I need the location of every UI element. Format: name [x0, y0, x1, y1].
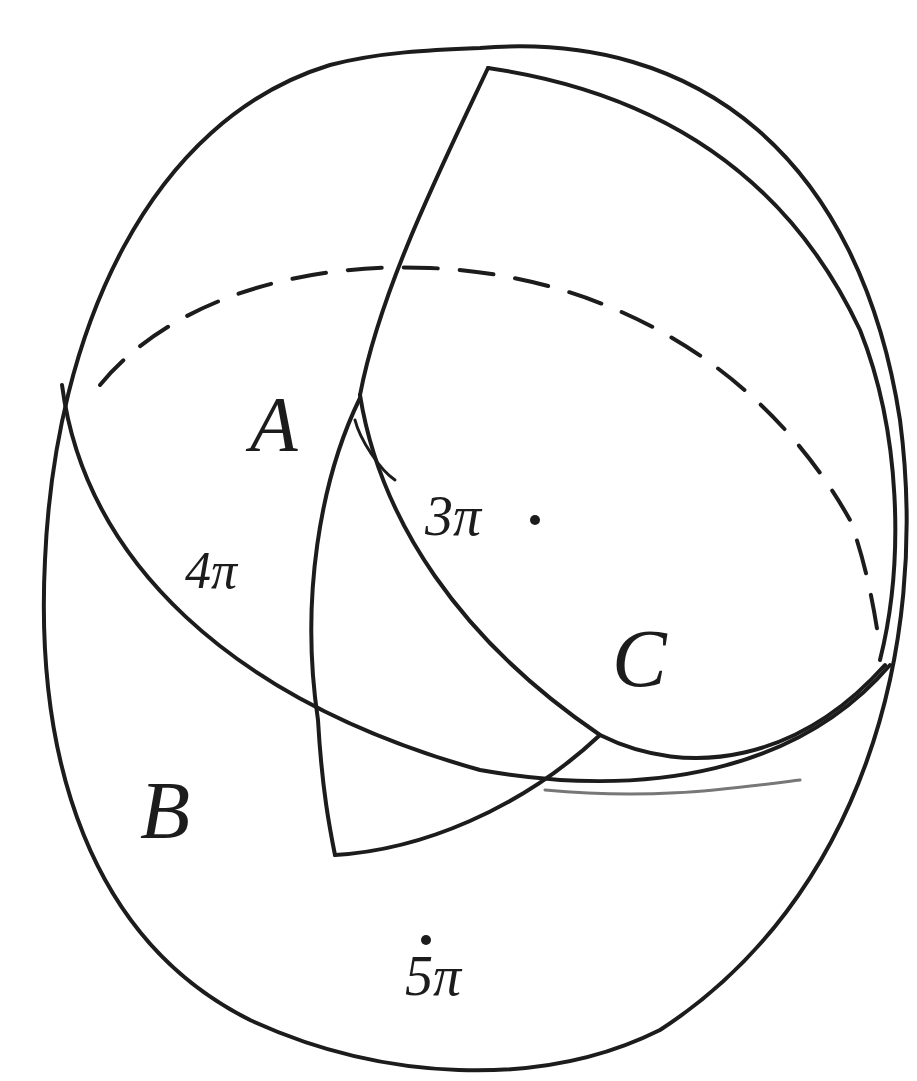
- vertex-label: B: [140, 770, 190, 852]
- hidden-arc: [100, 267, 880, 650]
- vertex-label: A: [250, 385, 298, 463]
- area-label: 4π: [185, 545, 237, 597]
- dot: [421, 935, 431, 945]
- great-circle: [62, 385, 890, 781]
- great-circle: [488, 68, 895, 660]
- dot: [530, 515, 540, 525]
- vertex-label: C: [612, 618, 667, 700]
- triangle-side: [360, 395, 885, 758]
- sphere-outline: [44, 46, 907, 1070]
- area-label: 3π: [425, 488, 481, 544]
- triangle-side: [311, 398, 360, 855]
- great-circle: [360, 68, 488, 395]
- area-label: 5π: [405, 948, 461, 1004]
- triangle-side: [335, 735, 600, 855]
- angle-tick: [355, 420, 395, 480]
- great-circle: [545, 780, 800, 794]
